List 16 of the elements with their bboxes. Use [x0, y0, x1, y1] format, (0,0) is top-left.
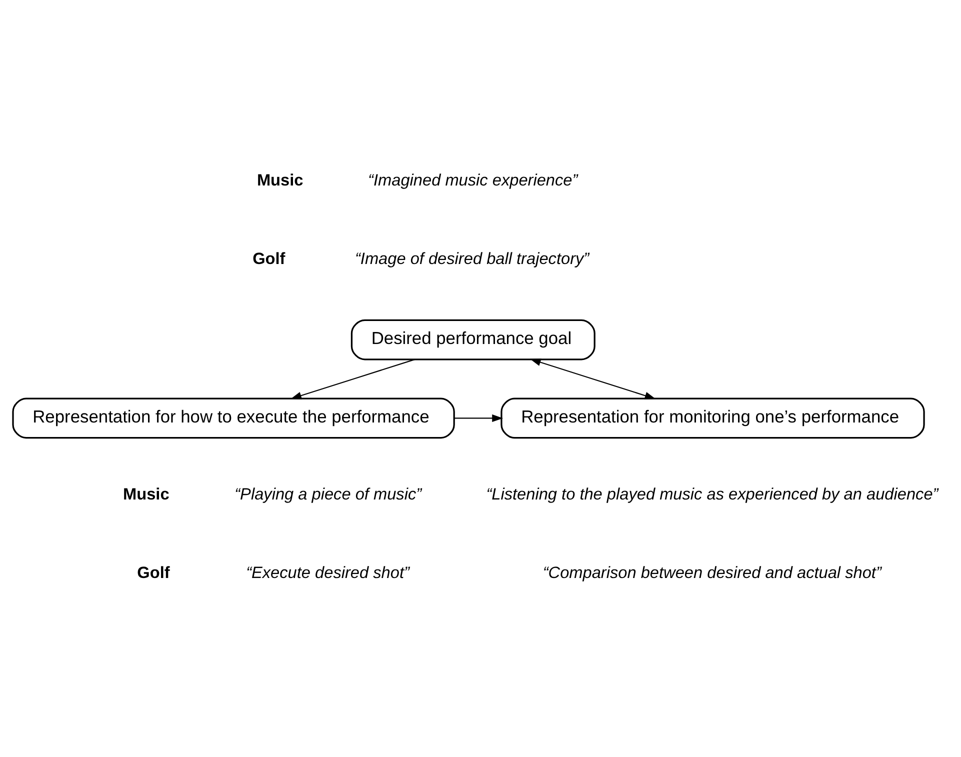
arrow [454, 414, 503, 422]
arrow [290, 358, 415, 399]
label: “Execute desired shot” [246, 563, 410, 582]
node-box: Representation for how to execute the performance [12, 397, 455, 438]
label: “Playing a piece of music” [234, 484, 422, 503]
label: “Imagined music experience” [368, 171, 578, 190]
label: Golf [137, 563, 170, 582]
label: “Listening to the played music as experienced by an audience” [486, 484, 938, 503]
node-box: Desired performance goal [350, 318, 596, 360]
node-box: Representation for monitoring one’s performance [500, 397, 925, 438]
arrow [530, 358, 656, 399]
label: “Image of desired ball trajectory” [354, 250, 590, 268]
label: Music [123, 484, 170, 503]
label: “Comparison between desired and actual shot” [542, 563, 882, 582]
label: Golf [252, 250, 286, 268]
label: Music [256, 171, 304, 190]
